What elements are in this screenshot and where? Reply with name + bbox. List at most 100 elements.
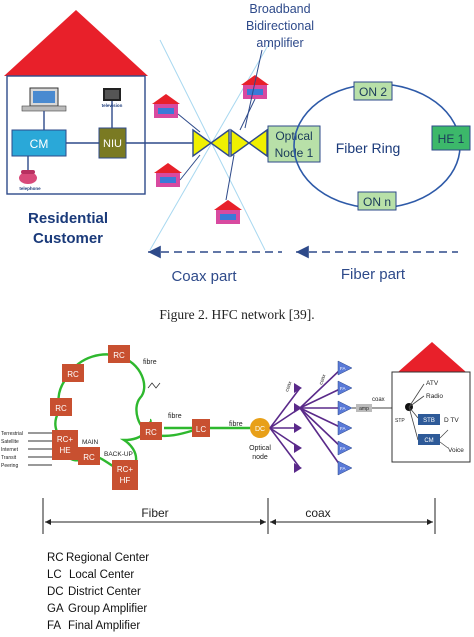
he1-box bbox=[431, 125, 471, 151]
source-transit: Transit bbox=[1, 455, 17, 461]
stp-label: STP bbox=[395, 418, 405, 424]
house-roof bbox=[4, 10, 148, 76]
atv-label: ATV bbox=[426, 380, 439, 387]
rc-label-5: RC bbox=[83, 453, 95, 462]
coax-small-1: coax bbox=[284, 380, 293, 392]
fa-label-5: FA bbox=[340, 446, 346, 451]
rc-he-label-1: RC+ bbox=[57, 435, 74, 444]
onn-label: ON n bbox=[363, 195, 391, 209]
legend-fa-text: Final Amplifier bbox=[68, 620, 140, 632]
amplifier-label-line1: Broadband bbox=[249, 2, 310, 16]
amplifier-1 bbox=[192, 128, 213, 158]
niu-label: NIU bbox=[103, 138, 122, 150]
rc-box-4 bbox=[140, 422, 162, 440]
legend-lc-abbr: LC bbox=[47, 569, 62, 581]
rc-box-3 bbox=[50, 398, 72, 416]
source-terrestrial: Terrestrial bbox=[1, 431, 23, 437]
coax-part-label: Coax part bbox=[171, 268, 237, 285]
hfc-top-diagram: television telephone CM NIU Residential … bbox=[4, 2, 471, 285]
residential-label-line2: Customer bbox=[33, 230, 103, 247]
rc-he-box bbox=[52, 430, 78, 460]
amplifier-label-line2: Bidirectional bbox=[246, 19, 314, 33]
cm-box bbox=[11, 129, 67, 157]
telephone-icon: telephone bbox=[19, 170, 41, 191]
small-house-1 bbox=[152, 94, 180, 118]
legend-dc-abbr: DC bbox=[47, 586, 64, 598]
source-internet: Internet bbox=[1, 447, 19, 453]
stb-box bbox=[418, 414, 440, 425]
dtv-label: D TV bbox=[444, 417, 459, 424]
onn-box bbox=[357, 191, 397, 211]
voice-label: Voice bbox=[448, 447, 464, 454]
legend-lc-text: Local Center bbox=[69, 569, 134, 581]
small-house-2 bbox=[154, 163, 182, 187]
rc-box-5 bbox=[78, 447, 100, 465]
niu-box bbox=[98, 127, 127, 159]
rc-box-2 bbox=[62, 364, 84, 382]
source-peering: Peering bbox=[1, 463, 18, 469]
home-roof bbox=[398, 342, 466, 372]
coax-drop-label: coax bbox=[372, 397, 385, 403]
fa-label-2: FA bbox=[340, 386, 346, 391]
optical-node-1-line1: Optical bbox=[275, 129, 312, 143]
computer-icon bbox=[21, 87, 67, 112]
amp-box bbox=[356, 404, 372, 412]
coax-small-2: coax bbox=[318, 373, 327, 385]
legend-dc-text: District Center bbox=[68, 586, 141, 598]
rc-label-1: RC bbox=[113, 351, 125, 360]
legend-fa-abbr: FA bbox=[47, 620, 61, 632]
figure-caption: Figure 2. HFC network [39]. bbox=[159, 307, 314, 322]
backup-label: BACK-UP bbox=[104, 451, 133, 458]
on2-label: ON 2 bbox=[359, 85, 387, 99]
coax-span-label: coax bbox=[305, 506, 330, 520]
rc-box-1 bbox=[108, 345, 130, 363]
rc-hf-label-2: HF bbox=[120, 476, 131, 485]
stb-label: STB bbox=[423, 418, 435, 424]
residential-label-line1: Residential bbox=[28, 210, 108, 227]
fiber-ring-label: Fiber Ring bbox=[336, 140, 401, 156]
lc-box bbox=[192, 419, 210, 437]
fibre-label-2: fibre bbox=[168, 413, 182, 420]
rc-label-2: RC bbox=[67, 370, 79, 379]
fa-label-3: FA bbox=[340, 406, 346, 411]
hfc-bottom-diagram: Terrestrial Satellite Internet Transit P… bbox=[1, 342, 471, 534]
fibre-label-3: fibre bbox=[229, 421, 243, 428]
fa-label-6: FA bbox=[340, 466, 346, 471]
optical-node-label-2: node bbox=[252, 454, 268, 461]
small-house-3 bbox=[241, 75, 269, 99]
dc-label: DC bbox=[255, 426, 265, 433]
rc-label-4: RC bbox=[145, 428, 157, 437]
legend-ga-abbr: GA bbox=[47, 603, 64, 615]
cm-label: CM bbox=[30, 137, 49, 151]
fiber-part-label: Fiber part bbox=[341, 266, 406, 283]
rc-label-3: RC bbox=[55, 404, 67, 413]
on2-box bbox=[353, 81, 393, 101]
telephone-label: telephone bbox=[19, 186, 41, 191]
rc-hf-box bbox=[112, 460, 138, 490]
home-cm-box bbox=[418, 434, 440, 445]
amplifier-label-line3: amplifier bbox=[256, 36, 303, 50]
lc-label: LC bbox=[196, 425, 206, 434]
small-house-4 bbox=[214, 200, 242, 224]
fa-label-1: FA bbox=[340, 366, 346, 371]
legend-rc-abbr: RC bbox=[47, 552, 64, 564]
main-label: MAIN bbox=[82, 439, 99, 446]
legend-rc-text: Regional Center bbox=[66, 552, 149, 564]
optical-node-label-1: Optical bbox=[249, 445, 271, 452]
rc-hf-label-1: RC+ bbox=[117, 465, 134, 474]
legend-ga-text: Group Amplifier bbox=[68, 603, 147, 615]
rc-he-label-2: HE bbox=[59, 446, 70, 455]
legend: RC Regional Center LC Local Center DC Di… bbox=[47, 552, 149, 632]
fa-label-4: FA bbox=[340, 426, 346, 431]
fibre-label-1: fibre bbox=[143, 359, 157, 366]
source-satellite: Satellite bbox=[1, 439, 19, 445]
dc-node bbox=[250, 418, 270, 438]
amp-label: amp bbox=[359, 406, 369, 412]
he1-label: HE 1 bbox=[438, 132, 465, 146]
final-amplifiers bbox=[337, 360, 353, 476]
radio-label: Radio bbox=[426, 393, 443, 400]
home-cm-label: CM bbox=[424, 438, 433, 444]
fiber-span-label: Fiber bbox=[141, 506, 168, 520]
